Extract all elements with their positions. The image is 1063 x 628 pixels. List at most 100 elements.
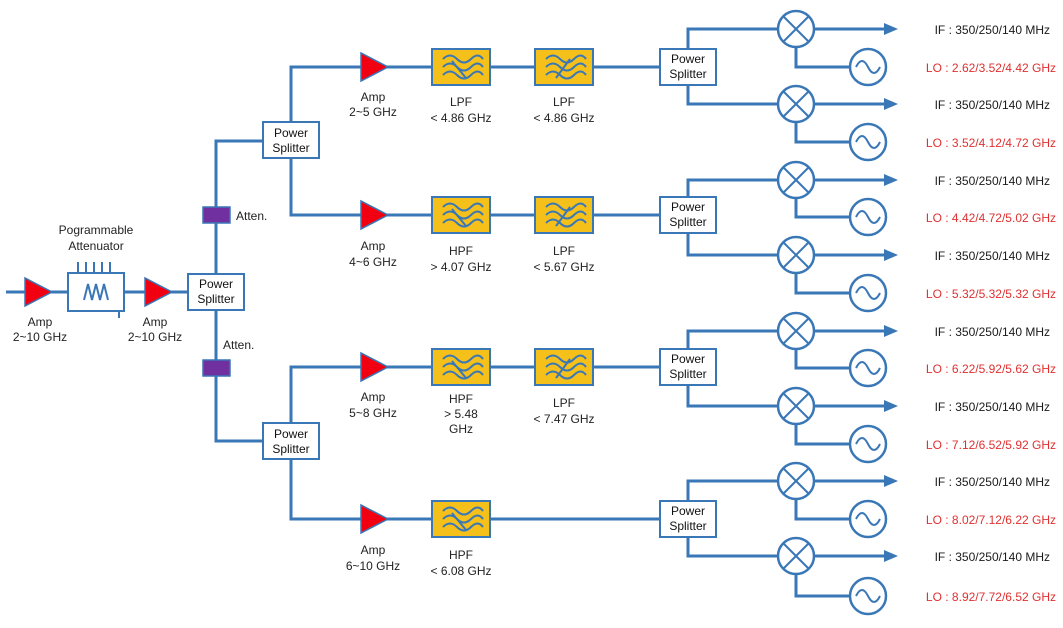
out-splitter-1 — [659, 48, 717, 86]
output-labels: IF : 350/250/140 MHz LO : 2.62/3.52/4.42… — [926, 23, 1056, 604]
lo-label-3: LO : 4.42/4.72/5.02 GHz — [926, 211, 1056, 225]
lo-label-5: LO : 6.22/5.92/5.62 GHz — [926, 362, 1056, 376]
if-label-8: IF : 350/250/140 MHz — [935, 550, 1050, 564]
mixer-stage — [776, 9, 898, 616]
lower-splitter-label-1: Power — [274, 427, 308, 441]
prog-atten-label-2: Attenuator — [68, 239, 123, 253]
branch-1-amp-label: Amp — [361, 90, 386, 104]
out-splitter-4-label-2: Splitter — [669, 519, 706, 533]
branch-2-filter-1 — [431, 196, 491, 234]
branch-1-filter-2 — [534, 48, 594, 86]
out-splitter-4 — [659, 500, 717, 538]
mixer-8 — [776, 536, 898, 616]
branch-4: Amp 6~10 GHz HPF < 6.08 GHz — [346, 500, 492, 578]
input-amp-label: Amp — [28, 315, 53, 329]
out-splitter-3-label-1: Power — [671, 352, 705, 366]
lo-label-2: LO : 3.52/4.12/4.72 GHz — [926, 136, 1056, 150]
mixer-2 — [776, 84, 898, 162]
branch-3-amp-freq: 5~8 GHz — [349, 406, 397, 420]
mixer-3 — [776, 160, 898, 237]
branch-2-amp-icon — [360, 199, 390, 231]
branch-3-filter-1-name: HPF — [449, 392, 473, 406]
lower-splitter-label-2: Splitter — [272, 442, 309, 456]
branch-2-filter-2 — [534, 196, 594, 234]
mixer-5 — [776, 311, 898, 388]
attenuator-resistor-icon — [83, 283, 109, 301]
input-chain: Amp 2~10 GHz Pogrammable Attenuator Amp … — [6, 223, 245, 344]
branch-3-filter-2 — [534, 348, 594, 386]
second-amp-label: Amp — [143, 315, 168, 329]
upper-attenuator — [202, 206, 231, 224]
if-label-6: IF : 350/250/140 MHz — [935, 400, 1050, 414]
branch-1-filter-2-name: LPF — [553, 95, 575, 109]
lo-label-8: LO : 8.92/7.72/6.52 GHz — [926, 590, 1056, 604]
prog-atten-label-1: Pogrammable — [59, 223, 134, 237]
out-splitter-2-label-1: Power — [671, 200, 705, 214]
upper-splitter-label-1: Power — [274, 126, 308, 140]
branch-3-filter-1-spec: > 5.48 — [444, 407, 478, 421]
out-splitter-3-label-2: Splitter — [669, 367, 706, 381]
branch-2-amp-freq: 4~6 GHz — [349, 255, 397, 269]
if-label-5: IF : 350/250/140 MHz — [935, 325, 1050, 339]
upper-atten-label: Atten. — [236, 209, 267, 223]
mixer-7 — [776, 461, 898, 539]
branch-1-amp-icon — [360, 51, 390, 83]
programmable-attenuator — [67, 262, 125, 318]
branch-4-amp-label: Amp — [361, 543, 386, 557]
branch-1-filter-1-spec: < 4.86 GHz — [430, 111, 491, 125]
branch-3-filter-2-spec: < 7.47 GHz — [533, 412, 594, 426]
mixer-6 — [776, 386, 898, 464]
branch-2-filter-2-spec: < 5.67 GHz — [533, 260, 594, 274]
out-splitter-1-label-2: Splitter — [669, 67, 706, 81]
branch-1: Amp 2~5 GHz LPF < 4.86 GHz LPF < 4.86 GH… — [349, 48, 595, 125]
branch-4-amp-icon — [360, 503, 390, 535]
branch-3-filter-2-name: LPF — [553, 396, 575, 410]
input-amp-freq: 2~10 GHz — [13, 330, 67, 344]
branch-1-filter-1 — [431, 48, 491, 86]
branch-2-filter-1-spec: > 4.07 GHz — [430, 260, 491, 274]
out-splitter-4-label-1: Power — [671, 504, 705, 518]
lo-label-1: LO : 2.62/3.52/4.42 GHz — [926, 61, 1056, 75]
out-splitter-1-label-1: Power — [671, 52, 705, 66]
out-splitter-2-label-2: Splitter — [669, 215, 706, 229]
lo-label-7: LO : 8.02/7.12/6.22 GHz — [926, 513, 1056, 527]
branch-4-filter-1-spec: < 6.08 GHz — [430, 564, 491, 578]
second-amp-icon — [144, 276, 174, 308]
mixer-1 — [776, 9, 898, 87]
if-label-1: IF : 350/250/140 MHz — [935, 23, 1050, 37]
first-split: Atten. Atten. Power Splitter Power Split… — [202, 65, 660, 521]
branch-4-filter-1-name: HPF — [449, 548, 473, 562]
branch-1-amp-freq: 2~5 GHz — [349, 105, 397, 119]
branch-2: Amp 4~6 GHz HPF > 4.07 GHz LPF < 5.67 GH… — [349, 196, 595, 274]
main-splitter-label-1: Power — [199, 277, 233, 291]
branch-3: Amp 5~8 GHz HPF > 5.48 GHz LPF < 7.47 GH… — [349, 348, 595, 436]
main-splitter-label-2: Splitter — [197, 292, 234, 306]
branch-2-filter-2-name: LPF — [553, 244, 575, 258]
branch-2-filter-1-name: HPF — [449, 244, 473, 258]
branch-1-filter-1-name: LPF — [450, 95, 472, 109]
output-splitters: Power Splitter Power Splitter Power Spli… — [659, 27, 778, 558]
if-label-3: IF : 350/250/140 MHz — [935, 174, 1050, 188]
branch-3-amp-icon — [360, 351, 390, 383]
input-amp-icon — [24, 276, 54, 308]
second-amp-freq: 2~10 GHz — [128, 330, 182, 344]
if-label-4: IF : 350/250/140 MHz — [935, 249, 1050, 263]
mixer-4 — [776, 235, 898, 313]
lower-atten-label: Atten. — [223, 338, 254, 352]
if-label-7: IF : 350/250/140 MHz — [935, 475, 1050, 489]
branch-3-filter-1 — [431, 348, 491, 386]
upper-splitter-label-2: Splitter — [272, 141, 309, 155]
lo-label-4: LO : 5.32/5.32/5.32 GHz — [926, 287, 1056, 301]
out-splitter-3 — [659, 348, 717, 386]
branch-3-amp-label: Amp — [361, 390, 386, 404]
lo-label-6: LO : 7.12/6.52/5.92 GHz — [926, 438, 1056, 452]
branch-4-filter-1 — [431, 500, 491, 538]
branch-1-filter-2-spec: < 4.86 GHz — [533, 111, 594, 125]
lower-attenuator — [202, 359, 231, 377]
branch-4-amp-freq: 6~10 GHz — [346, 559, 400, 573]
branch-3-filter-1-spec-2: GHz — [449, 422, 473, 436]
if-label-2: IF : 350/250/140 MHz — [935, 98, 1050, 112]
out-splitter-2 — [659, 196, 717, 234]
branch-2-amp-label: Amp — [361, 239, 386, 253]
